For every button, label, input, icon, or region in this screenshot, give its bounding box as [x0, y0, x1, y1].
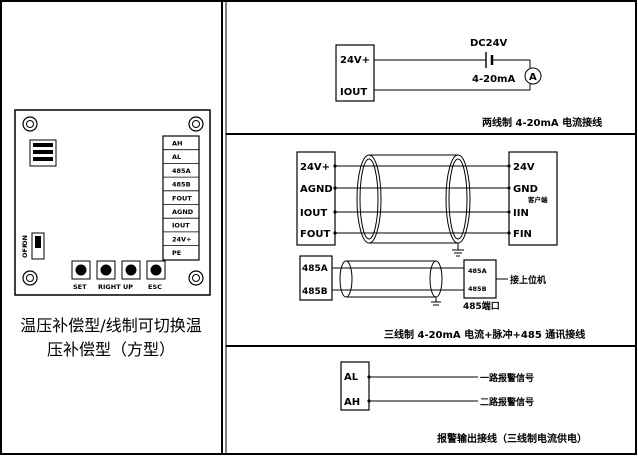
three-wire-caption: 三线制 4-20mA 电流+脉冲+485 通讯接线 — [384, 328, 585, 341]
board-button-label-3: UP — [123, 283, 133, 291]
rs485-right-b: 485B — [468, 285, 487, 293]
terminal-block: AH AL 485A 485B FOUT AGND IOUT 24V+ PE — [162, 135, 200, 261]
board-terminal-8: 24V+ — [172, 235, 192, 243]
two-wire-section: 24V+ IOUT DC24V A 4-20mA 两线制 4-20mA 电流接线 — [335, 38, 602, 129]
three-wire-right-3: IIN — [513, 208, 529, 219]
alarm-caption: 报警输出接线（三线制电流供电） — [437, 432, 587, 445]
three-wire-left-4: FOUT — [300, 229, 330, 240]
power-switch: ON OFF — [21, 232, 45, 260]
three-wire-right-2: GND — [513, 184, 538, 195]
board-terminal-7: IOUT — [172, 222, 190, 230]
rs485-right-box — [463, 259, 497, 299]
host-label: 接上位机 — [510, 274, 546, 286]
board-terminal-4: 485B — [172, 181, 191, 189]
mounting-hole-tr — [188, 116, 204, 132]
shield-left-outer — [356, 154, 382, 244]
two-wire-terminal-box — [335, 44, 375, 102]
supply-label: DC24V — [470, 38, 508, 49]
switch-label-off: OFF — [21, 244, 29, 258]
ground-symbol-2 — [431, 297, 441, 306]
three-wire-left-1: 24V+ — [300, 162, 330, 173]
rs485-shield-left — [339, 260, 353, 298]
switch-label-on: ON — [21, 235, 29, 246]
alarm-terminal-box — [340, 361, 370, 411]
three-wire-left-2: AGND — [300, 184, 333, 195]
two-wire-terminal-iout: IOUT — [340, 87, 367, 98]
alarm-section: AL AH 一路报警信号 二路报警信号 报警输出接线（三线制电流供电） — [340, 361, 587, 445]
alarm-terminal-al: AL — [344, 372, 359, 383]
rs485-left-box — [299, 255, 333, 301]
board-caption-line1: 温压补偿型/线制可切换温 — [20, 316, 202, 335]
shield-left-inner — [359, 158, 379, 240]
shield-right-inner — [448, 158, 468, 240]
three-wire-left-box — [296, 151, 336, 246]
three-wire-right-4: FIN — [513, 229, 532, 240]
two-wire-terminal-24v: 24V+ — [340, 55, 370, 66]
rs485-left-a: 485A — [302, 264, 328, 274]
three-wire-left-3: IOUT — [300, 208, 327, 219]
board-terminal-2: AL — [172, 153, 181, 161]
rs485-shield-right — [429, 260, 443, 298]
alarm-terminal-ah: AH — [344, 397, 360, 408]
port-label: 485端口 — [463, 300, 500, 312]
ammeter-icon — [524, 67, 542, 85]
dip-switch-block — [29, 139, 57, 167]
alarm-signal-1: 一路报警信号 — [480, 372, 534, 384]
board-terminal-3: 485A — [172, 167, 191, 175]
board-terminal-5: FOUT — [172, 194, 192, 202]
controller-board: ON OFF AH AL 485A 485B FOUT AGND IOUT 24V+ PE SE… — [14, 109, 211, 296]
board-caption-line2: 压补偿型（方型） — [46, 340, 175, 359]
three-wire-section: 24V+ AGND IOUT FOUT 24V GND IIN FIN 客户端 485A 48… — [296, 151, 585, 341]
two-wire-caption: 两线制 4-20mA 电流接线 — [482, 116, 602, 129]
board-button-label-2: RIGHT — [98, 283, 121, 291]
three-wire-right-box — [508, 151, 558, 246]
meter-label: 4-20mA — [472, 74, 515, 85]
ground-symbol-1 — [452, 243, 464, 257]
mounting-hole-bl — [22, 270, 38, 286]
board-terminal-1: AH — [172, 140, 182, 148]
board-button-label-4: ESC — [148, 283, 162, 291]
rs485-right-a: 485A — [468, 267, 487, 275]
mounting-hole-br — [188, 270, 204, 286]
ammeter-symbol: A — [529, 72, 537, 83]
board-terminal-6: AGND — [172, 208, 194, 216]
alarm-signal-2: 二路报警信号 — [480, 396, 534, 408]
three-wire-right-1: 24V — [513, 162, 535, 173]
mounting-hole-tl — [22, 116, 38, 132]
client-label: 客户端 — [527, 195, 548, 204]
board-button-label-1: SET — [73, 283, 87, 291]
rs485-left-b: 485B — [302, 287, 328, 297]
board-terminal-9: PE — [172, 249, 181, 257]
shield-right-outer — [445, 154, 471, 244]
